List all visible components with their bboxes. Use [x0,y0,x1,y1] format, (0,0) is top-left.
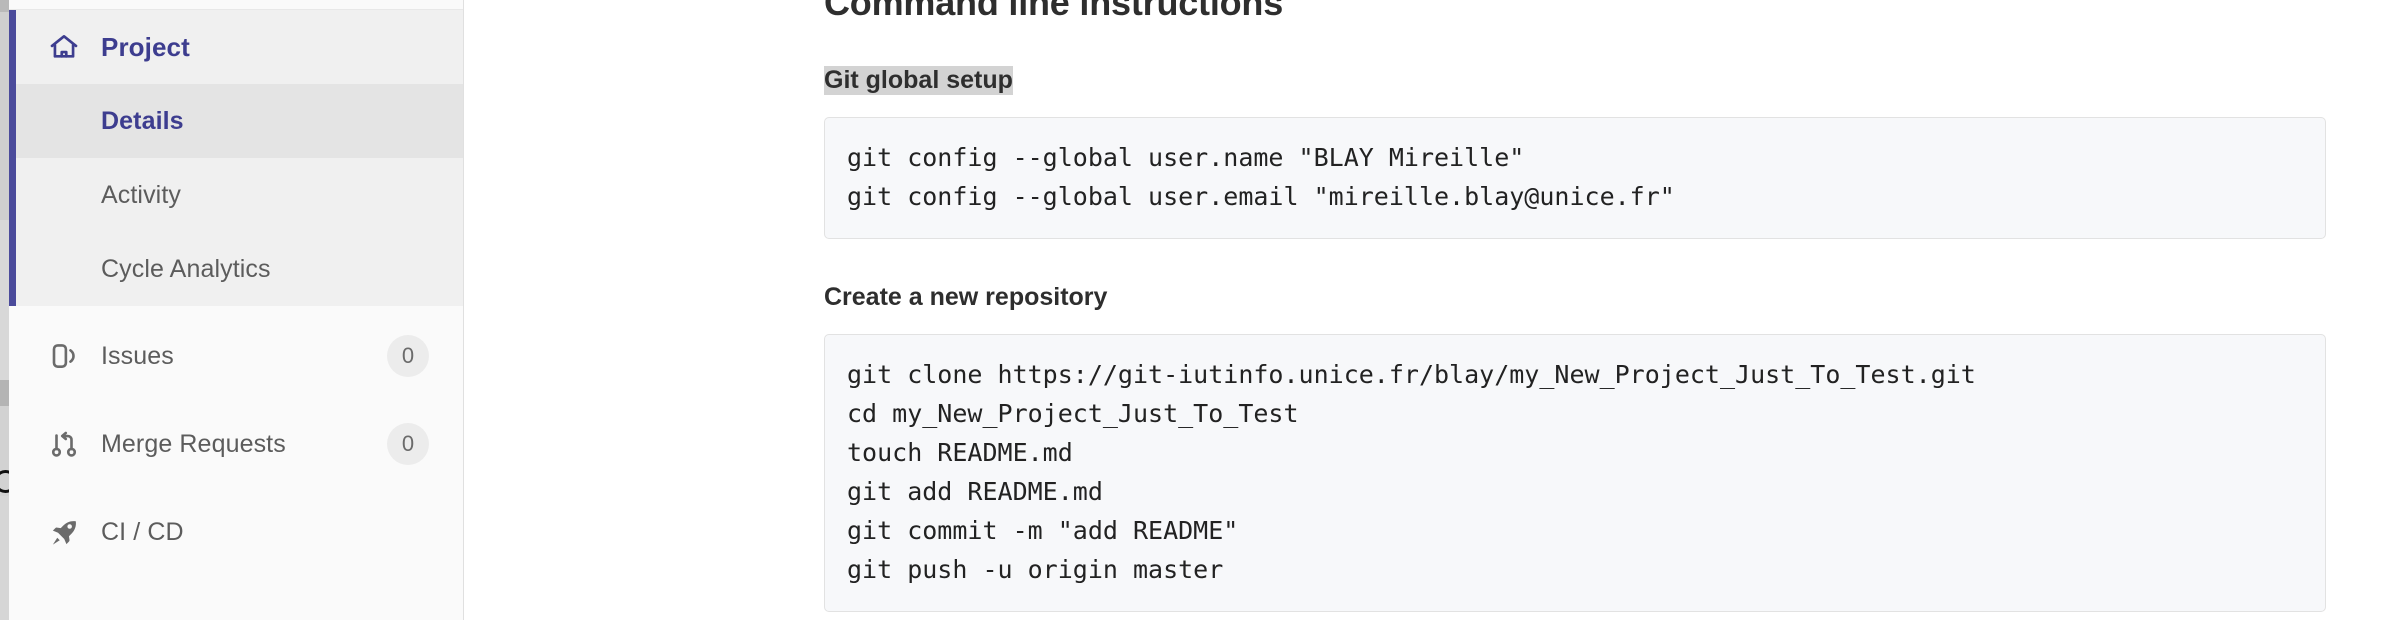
code-text-git-global-setup: git config --global user.name "BLAY Mire… [847,143,1675,211]
left-edge-clipped-pane [0,0,17,620]
code-text-create-new-repository: git clone https://git-iutinfo.unice.fr/b… [847,360,1976,584]
merge-request-icon [47,427,81,461]
sidebar-item-ci-cd[interactable]: CI / CD [9,488,463,576]
sidebar-item-project-label: Project [101,31,190,62]
section-title-create-new-repository: Create a new repository [824,283,1108,311]
command-line-instructions-panel: Command line instructions Git global set… [824,0,2326,620]
left-edge-segment [0,380,9,406]
sidebar-item-cycle-analytics[interactable]: Cycle Analytics [9,232,463,306]
home-icon [47,30,81,64]
issue-icon [47,339,81,373]
sidebar-item-issues[interactable]: Issues 0 [9,312,463,400]
left-edge-segment [0,496,9,620]
sidebar-item-project[interactable]: Project [9,10,463,84]
sidebar-item-details-label: Details [101,106,184,135]
section-git-global-setup: Git global setup git config --global use… [824,66,2326,239]
section-create-new-repository: Create a new repository git clone https:… [824,283,2326,612]
left-edge-segment [0,406,9,496]
page-title: Command line instructions [824,0,1284,23]
sidebar-item-ci-cd-label: CI / CD [101,517,184,546]
section-title-git-global-setup: Git global setup [824,66,1013,95]
rocket-icon [47,515,81,549]
left-edge-segment [0,0,9,12]
sidebar-main-list: Issues 0 Merge Requests 0 [9,306,463,576]
sidebar-item-merge-requests[interactable]: Merge Requests 0 [9,400,463,488]
sidebar-item-cycle-analytics-label: Cycle Analytics [101,254,271,283]
sidebar-top-divider [9,0,463,10]
sidebar-project-group: Project Details Activity Cycle Analytics [9,10,463,306]
code-block-create-new-repository[interactable]: git clone https://git-iutinfo.unice.fr/b… [824,334,2326,612]
issues-count-badge: 0 [387,335,429,377]
left-edge-segment [0,12,9,220]
sidebar-item-details[interactable]: Details [9,84,463,158]
left-edge-segment [0,220,9,380]
main-content: Command line instructions Git global set… [464,0,2398,620]
project-sidebar: Project Details Activity Cycle Analytics [9,0,464,620]
sidebar-item-activity[interactable]: Activity [9,158,463,232]
sidebar-item-merge-requests-label: Merge Requests [101,429,286,458]
merge-requests-count-badge: 0 [387,423,429,465]
sidebar-item-issues-label: Issues [101,341,174,370]
code-block-git-global-setup[interactable]: git config --global user.name "BLAY Mire… [824,117,2326,239]
sidebar-item-activity-label: Activity [101,180,181,209]
